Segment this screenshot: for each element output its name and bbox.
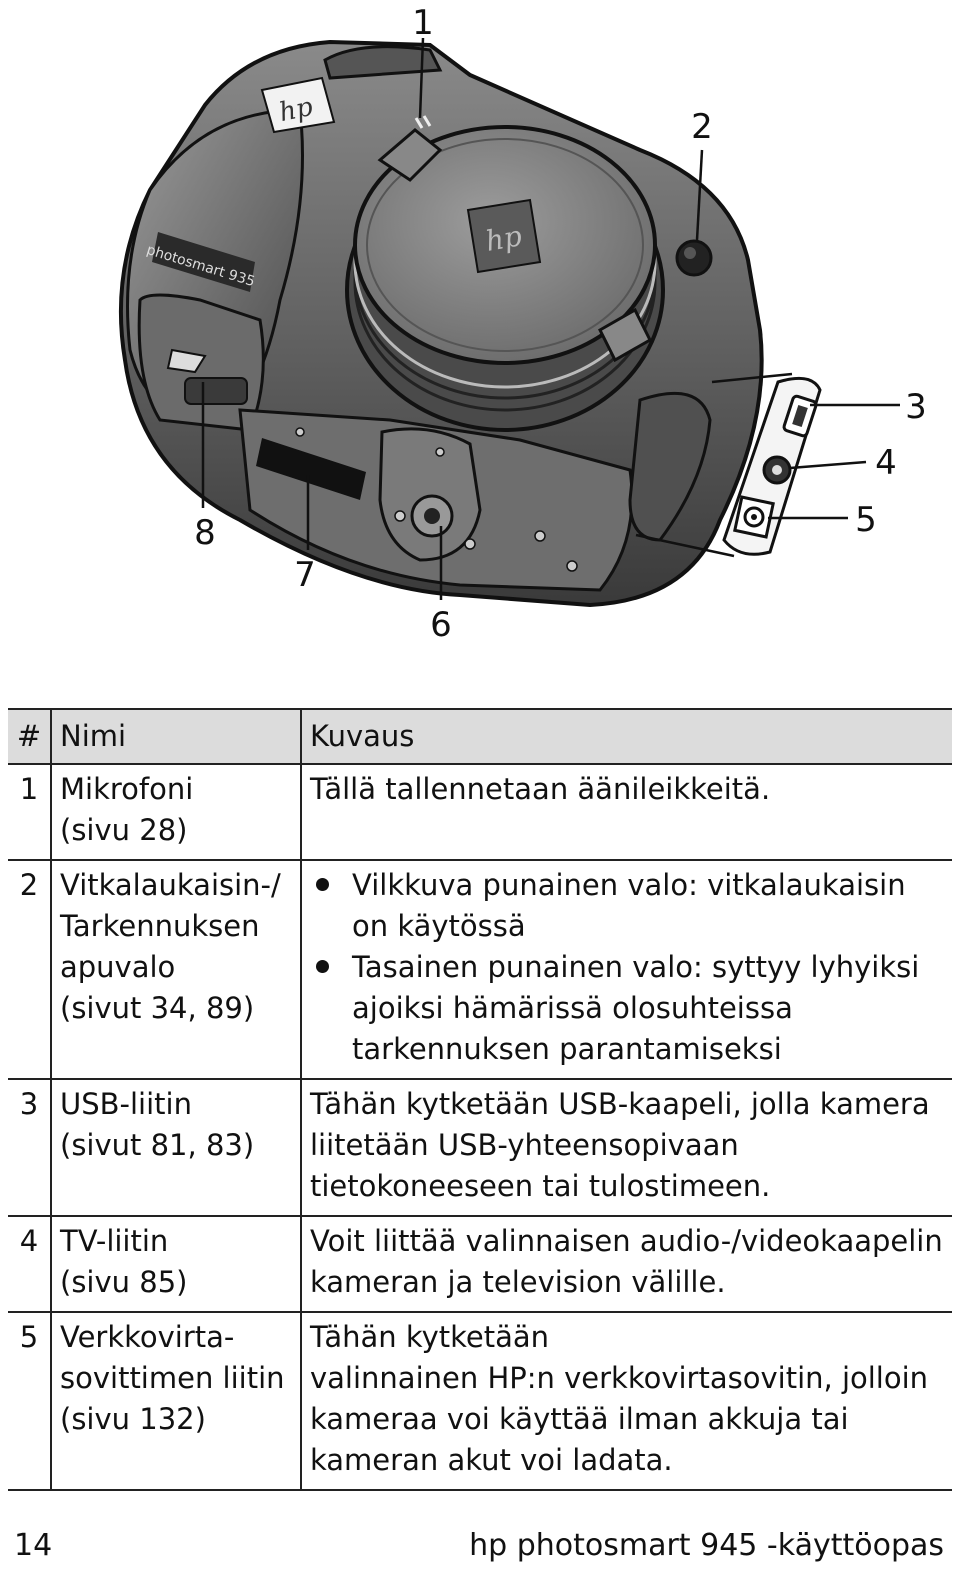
parts-table: # Nimi Kuvaus 1 Mikrofoni (sivu 28) Täll… [8, 708, 952, 1491]
table-row: 4 TV-liitin (sivu 85) Voit liittää valin… [8, 1216, 952, 1313]
callout-5: 5 [855, 500, 877, 540]
callout-3: 3 [905, 387, 927, 427]
header-description: Kuvaus [300, 708, 952, 765]
name-line: (sivut 34, 89) [60, 991, 255, 1025]
table-row: 2 Vitkalaukaisin-/ Tarkennuksen apuvalo … [8, 860, 952, 1080]
name-line: Tarkennuksen [60, 909, 260, 943]
lens-cap: hp [345, 125, 665, 432]
callout-1: 1 [412, 3, 434, 43]
bullet-list: Vilkkuva punainen valo: vitkalaukaisin o… [310, 865, 944, 1070]
name-line: (sivu 28) [60, 813, 188, 847]
row-number: 3 [8, 1079, 51, 1217]
name-line: apuvalo [60, 950, 176, 984]
row-description: Voit liittää valinnaisen audio-/videokaa… [300, 1216, 952, 1313]
row-description: Tähän kytketään USB-kaapeli, jolla kamer… [300, 1079, 952, 1217]
callout-6: 6 [430, 605, 452, 645]
tv-port-icon [762, 455, 792, 485]
row-number: 1 [8, 764, 51, 861]
row-description: Tällä tallennetaan äänileikkeitä. [300, 764, 952, 861]
description-line: valinnainen HP:n verkkovirtasovitin, jol… [310, 1361, 929, 1477]
header-number: # [8, 708, 51, 765]
power-adapter-port-icon [733, 495, 775, 539]
bullet-item: Vilkkuva punainen valo: vitkalaukaisin o… [310, 865, 944, 947]
usb-port-icon [782, 394, 818, 438]
camera-illustration: hp photosmart 935 [118, 3, 927, 645]
name-line: Verkkovirta- [60, 1320, 235, 1354]
row-number: 2 [8, 860, 51, 1080]
name-line: (sivut 81, 83) [60, 1128, 255, 1162]
table-row: 5 Verkkovirta- sovittimen liitin (sivu 1… [8, 1312, 952, 1491]
manual-title: hp photosmart 945 -käyttöopas [469, 1528, 944, 1563]
page-footer: 14 hp photosmart 945 -käyttöopas [0, 1528, 960, 1578]
header-name: Nimi [50, 708, 301, 765]
row-name: USB-liitin (sivut 81, 83) [50, 1079, 301, 1217]
hp-logo-icon: hp [260, 76, 336, 134]
name-line: (sivu 132) [60, 1402, 206, 1436]
table-row: 3 USB-liitin (sivut 81, 83) Tähän kytket… [8, 1079, 952, 1217]
row-description: Tähän kytketään valinnainen HP:n verkkov… [300, 1312, 952, 1491]
callout-7: 7 [294, 555, 316, 595]
row-name: Vitkalaukaisin-/ Tarkennuksen apuvalo (s… [50, 860, 301, 1080]
microphone-icon [414, 115, 432, 129]
svg-text:hp: hp [483, 219, 524, 258]
name-line: sovittimen liitin [60, 1361, 285, 1395]
table-header-row: # Nimi Kuvaus [8, 708, 952, 765]
row-number: 5 [8, 1312, 51, 1491]
bullet-item: Tasainen punainen valo: syttyy lyhyiksi … [310, 947, 944, 1070]
name-line: USB-liitin [60, 1087, 192, 1121]
callout-4: 4 [875, 443, 897, 483]
name-line: Mikrofoni [60, 772, 194, 806]
connector-panel [722, 376, 822, 556]
callout-8: 8 [194, 513, 216, 553]
name-line: TV-liitin [60, 1224, 169, 1258]
row-name: TV-liitin (sivu 85) [50, 1216, 301, 1313]
callout-lines [201, 37, 900, 600]
svg-text:hp: hp [277, 92, 316, 128]
table-row: 1 Mikrofoni (sivu 28) Tällä tallennetaan… [8, 764, 952, 861]
row-name: Mikrofoni (sivu 28) [50, 764, 301, 861]
self-timer-lamp-icon [675, 239, 713, 277]
name-line: (sivu 85) [60, 1265, 188, 1299]
hp-logo-icon: hp [466, 198, 542, 274]
callout-2: 2 [691, 107, 713, 147]
name-line: Vitkalaukaisin-/ [60, 868, 281, 902]
row-number: 4 [8, 1216, 51, 1313]
page-number: 14 [14, 1528, 53, 1563]
row-name: Verkkovirta- sovittimen liitin (sivu 132… [50, 1312, 301, 1491]
row-description: Vilkkuva punainen valo: vitkalaukaisin o… [300, 860, 952, 1080]
description-line: Tähän kytketään [310, 1320, 550, 1354]
